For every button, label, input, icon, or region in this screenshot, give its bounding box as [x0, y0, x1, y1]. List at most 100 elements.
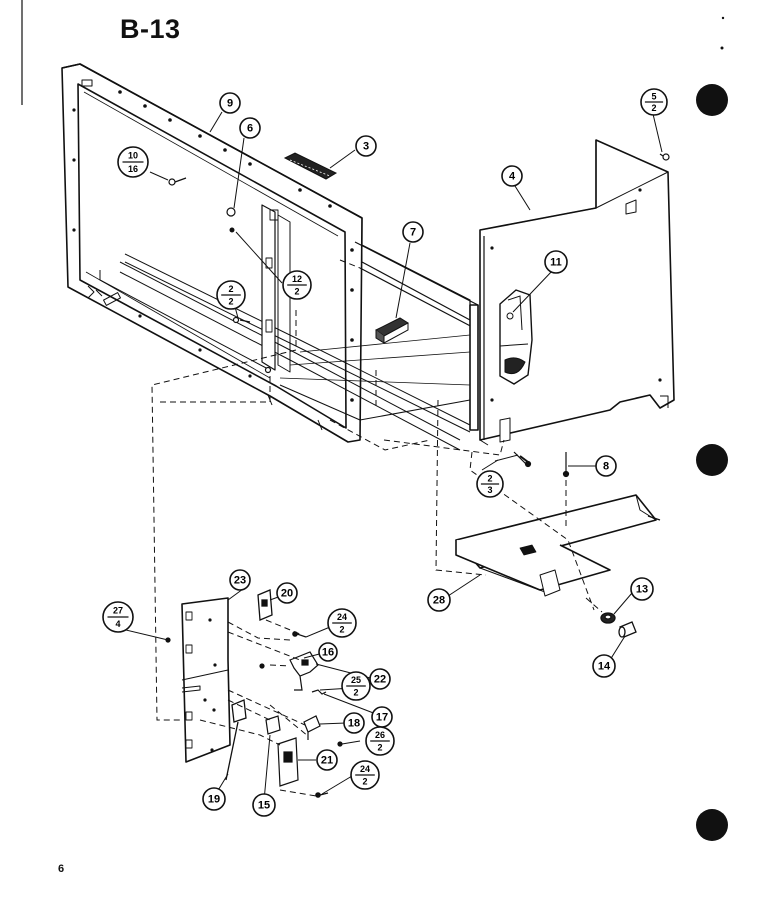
chassis-frame: [61, 63, 479, 451]
leader-lines: [125, 111, 663, 802]
part-13-nut: [600, 612, 616, 624]
callout-c9: 9: [219, 92, 241, 114]
part-5-screw: [659, 153, 670, 161]
speck: [721, 16, 725, 20]
callout-part-number: 18: [348, 718, 360, 730]
binder-hole-middle: [696, 444, 728, 476]
frame-holes: [72, 90, 354, 402]
callout-part-number: 8: [603, 461, 609, 473]
callout-part-number: 7: [410, 227, 416, 239]
callout-circle: [276, 582, 298, 604]
callout-c23: 23: [229, 569, 251, 591]
part-23-bracket: [181, 597, 231, 763]
callout-c16: 16: [318, 642, 338, 662]
callout-c12-2: 122: [282, 270, 312, 300]
callout-c20: 20: [276, 582, 298, 604]
callout-quantity: 2: [339, 624, 344, 634]
callout-circle: [252, 793, 276, 817]
binder-hole-top: [696, 84, 728, 116]
callout-part-number: 4: [509, 171, 516, 183]
callout-part-number: 3: [363, 141, 369, 153]
callout-part-number: 9: [227, 98, 233, 110]
callout-circle: [355, 135, 377, 157]
assembly-lines: [151, 259, 603, 797]
callout-part-number: 25: [351, 675, 361, 685]
callout-quantity: 2: [294, 286, 299, 296]
bracket-holes: [203, 618, 217, 752]
callout-c7: 7: [402, 221, 424, 243]
part-28-base-plate: [455, 494, 661, 597]
callout-quantity: 16: [128, 164, 138, 174]
callout-circle: [316, 749, 338, 771]
callout-part-number: 2: [228, 284, 233, 294]
callout-part-number: 2: [487, 474, 492, 484]
callout-circle: [219, 92, 241, 114]
callout-circle: [592, 654, 616, 678]
callout-quantity: 2: [362, 776, 367, 786]
callout-c8: 8: [595, 455, 617, 477]
callout-quantity: 2: [377, 742, 382, 752]
callout-part-number: 16: [322, 647, 334, 659]
frame-screws: [168, 177, 272, 374]
callout-circle: [630, 577, 654, 601]
callout-quantity: 3: [487, 485, 492, 495]
callout-quantity: 2: [353, 687, 358, 697]
binder-hole-bottom: [696, 809, 728, 841]
callout-c5-2: 52: [640, 88, 668, 116]
callout-part-number: 17: [376, 712, 388, 724]
callout-c13: 13: [630, 577, 654, 601]
callout-circle: [229, 569, 251, 591]
callout-c28: 28: [427, 588, 451, 612]
callout-part-number: 20: [281, 588, 293, 600]
callout-c14: 14: [592, 654, 616, 678]
speck: [720, 46, 724, 50]
callout-c2-3: 23: [476, 470, 504, 498]
callout-part-number: 19: [208, 794, 220, 806]
callout-circle: [501, 165, 523, 187]
part-19-knob: [225, 699, 247, 781]
callout-c19: 19: [202, 787, 226, 811]
callout-part-number: 22: [374, 674, 386, 686]
callout-circle: [544, 250, 568, 274]
part-7-connector: [375, 317, 409, 344]
part-8-stud: [562, 452, 570, 478]
callout-c17: 17: [371, 706, 393, 728]
callout-circle: [595, 455, 617, 477]
callout-circle: [318, 642, 338, 662]
part-14-sleeve: [618, 621, 637, 638]
callout-quantity: 4: [115, 619, 120, 629]
callout-circle: [427, 588, 451, 612]
callout-circle: [402, 221, 424, 243]
callout-c4: 4: [501, 165, 523, 187]
callout-c21: 21: [316, 749, 338, 771]
callout-part-number: 12: [292, 274, 302, 284]
callout-circle: [202, 787, 226, 811]
callout-part-number: 23: [234, 575, 246, 587]
callout-part-number: 10: [128, 151, 138, 161]
callout-part-number: 21: [321, 755, 333, 767]
callout-quantity: 2: [651, 103, 656, 113]
callout-part-number: 11: [550, 257, 562, 269]
callout-c11: 11: [544, 250, 568, 274]
callout-c24-2b: 242: [350, 760, 380, 790]
callout-c3: 3: [355, 135, 377, 157]
callout-part-number: 14: [598, 661, 611, 673]
callout-group: 9635210164711122222382813142320274242162…: [102, 88, 668, 817]
page-number: 6: [58, 863, 65, 875]
part-20-switch: [257, 589, 273, 621]
callout-part-number: 27: [113, 606, 123, 616]
part-11-clamp: [499, 289, 533, 385]
callout-c24-2a: 242: [327, 608, 357, 638]
callout-c25-2: 252: [341, 671, 371, 701]
callout-part-number: 13: [636, 584, 648, 596]
page-title: B-13: [120, 14, 181, 44]
callout-part-number: 24: [360, 764, 370, 774]
callout-c2-2: 22: [216, 280, 246, 310]
callout-part-number: 15: [258, 800, 270, 812]
part-2-screw-lower: [513, 451, 532, 468]
callout-c15: 15: [252, 793, 276, 817]
callout-c26-2: 262: [365, 726, 395, 756]
panel-holes: [490, 188, 662, 402]
